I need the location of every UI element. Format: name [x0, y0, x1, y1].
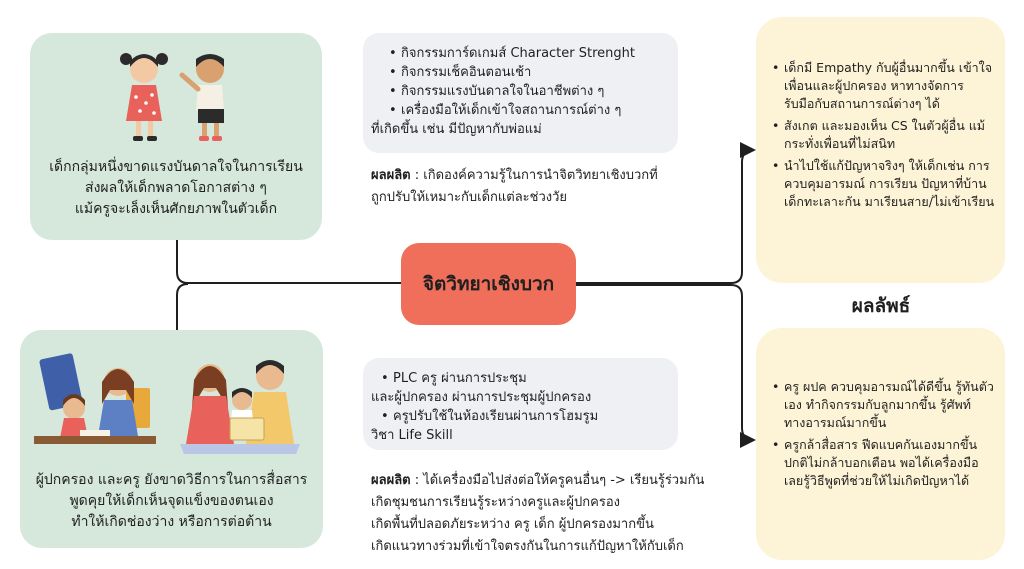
boy-icon — [179, 54, 224, 141]
children-illustration — [120, 53, 224, 141]
problem-text-top: เด็กกลุ่มหนึ่งขาดแรงบันดาลใจในการเรียน ส… — [49, 159, 303, 217]
output-top: ผลผลิต : เกิดองค์ความรู้ในการนำจิตวิทยาเ… — [371, 168, 658, 205]
output-label: ผลผลิต — [371, 473, 411, 488]
outcome-box-top: เด็กมี Empathy กับผู้อื่นมากขึ้น เข้าใจเ… — [756, 17, 1005, 283]
list-item: •PLC ครู ผ่านการประชุม — [381, 371, 527, 386]
activities-list-top: กิจกรรมการ์ดเกมส์ Character Strenght กิจ… — [383, 44, 678, 120]
list-item: กิจกรรมเช็คอินตอนเช้า — [389, 63, 678, 82]
outcome-box-bottom: ครู ผปค ควบคุมอารมณ์ได้ดีขึ้น รู้ทันตัวเ… — [756, 328, 1005, 560]
activities-box-top: กิจกรรมการ์ดเกมส์ Character Strenght กิจ… — [363, 33, 678, 153]
problem-box-top: เด็กกลุ่มหนึ่งขาดแรงบันดาลใจในการเรียน ส… — [30, 33, 322, 240]
list-item: กิจกรรมการ์ดเกมส์ Character Strenght — [389, 44, 678, 63]
teacher-student-illustration — [34, 353, 156, 444]
output-bottom: ผลผลิต : ได้เครื่องมือไปส่งต่อให้ครูคนอื… — [371, 473, 705, 554]
list-item: กิจกรรมแรงบันดาลใจในอาชีพต่าง ๆ — [389, 82, 678, 101]
output-label: ผลผลิต — [371, 168, 411, 183]
connector-to-top-outcome — [576, 142, 756, 284]
list-item: เครื่องมือให้เด็กเข้าใจสถานการณ์ต่าง ๆ — [389, 101, 678, 120]
girl-icon — [120, 53, 168, 141]
list-item: ครู ผปค ควบคุมอารมณ์ได้ดีขึ้น รู้ทันตัวเ… — [772, 378, 995, 432]
list-item: เด็กมี Empathy กับผู้อื่นมากขึ้น เข้าใจเ… — [772, 59, 995, 113]
outcomes-list-bottom: ครู ผปค ควบคุมอารมณ์ได้ดีขึ้น รู้ทันตัวเ… — [772, 378, 995, 490]
connector-top-problem — [176, 240, 401, 284]
center-concept-box: จิตวิทยาเชิงบวก — [401, 243, 576, 325]
list-item: •ครูปรับใช้ในห้องเรียนผ่านการโฮมรูม — [381, 409, 599, 424]
activities-box-bottom: •PLC ครู ผ่านการประชุม และผู้ปกครอง ผ่าน… — [363, 358, 678, 450]
list-item: สังเกต และมองเห็น CS ในตัวผู้อื่น แม้กระ… — [772, 117, 995, 153]
center-concept-label: จิตวิทยาเชิงบวก — [422, 273, 555, 295]
connector-to-bottom-outcome — [576, 284, 756, 448]
list-item: ครูกล้าสื่อสาร ฟีดแบคกันเองมากขึ้นปกติไม… — [772, 436, 995, 490]
outcomes-list-top: เด็กมี Empathy กับผู้อื่นมากขึ้น เข้าใจเ… — [772, 59, 995, 211]
problem-text-bottom: ผู้ปกครอง และครู ยังขาดวิธีการในการสื่อส… — [35, 472, 308, 530]
family-illustration — [180, 360, 300, 454]
problem-box-bottom: ผู้ปกครอง และครู ยังขาดวิธีการในการสื่อส… — [20, 330, 323, 548]
connector-bottom-problem — [176, 283, 189, 330]
activities-continuation: ที่เกิดขึ้น เช่น มีปัญหากับพ่อแม่ — [371, 122, 542, 137]
list-item: นำไปใช้แก้ปัญหาจริงๆ ให้เด็กเช่น การควบค… — [772, 157, 995, 211]
result-label: ผลลัพธ์ — [851, 295, 911, 317]
